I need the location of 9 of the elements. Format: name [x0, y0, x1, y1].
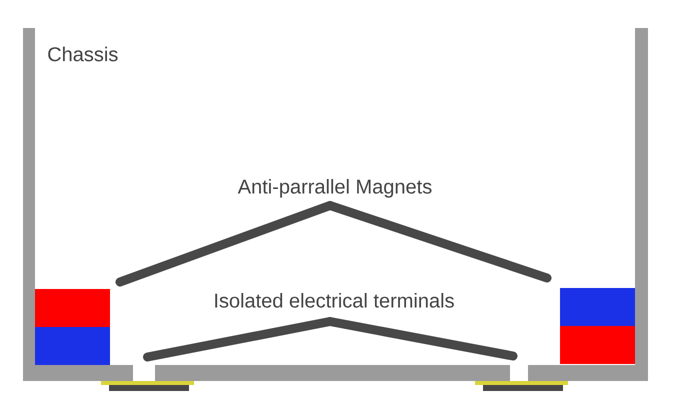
- magnet: [560, 288, 635, 364]
- callout-text: Anti-parrallel Magnets: [238, 179, 432, 198]
- terminal: [475, 381, 568, 391]
- part-label: Chassis: [48, 46, 118, 62]
- leader-line: [326, 317, 518, 360]
- leader-line: [326, 201, 552, 282]
- callout-text: Isolated electrical terminals: [215, 293, 454, 308]
- terminal: [101, 381, 194, 391]
- magnet: [35, 289, 110, 365]
